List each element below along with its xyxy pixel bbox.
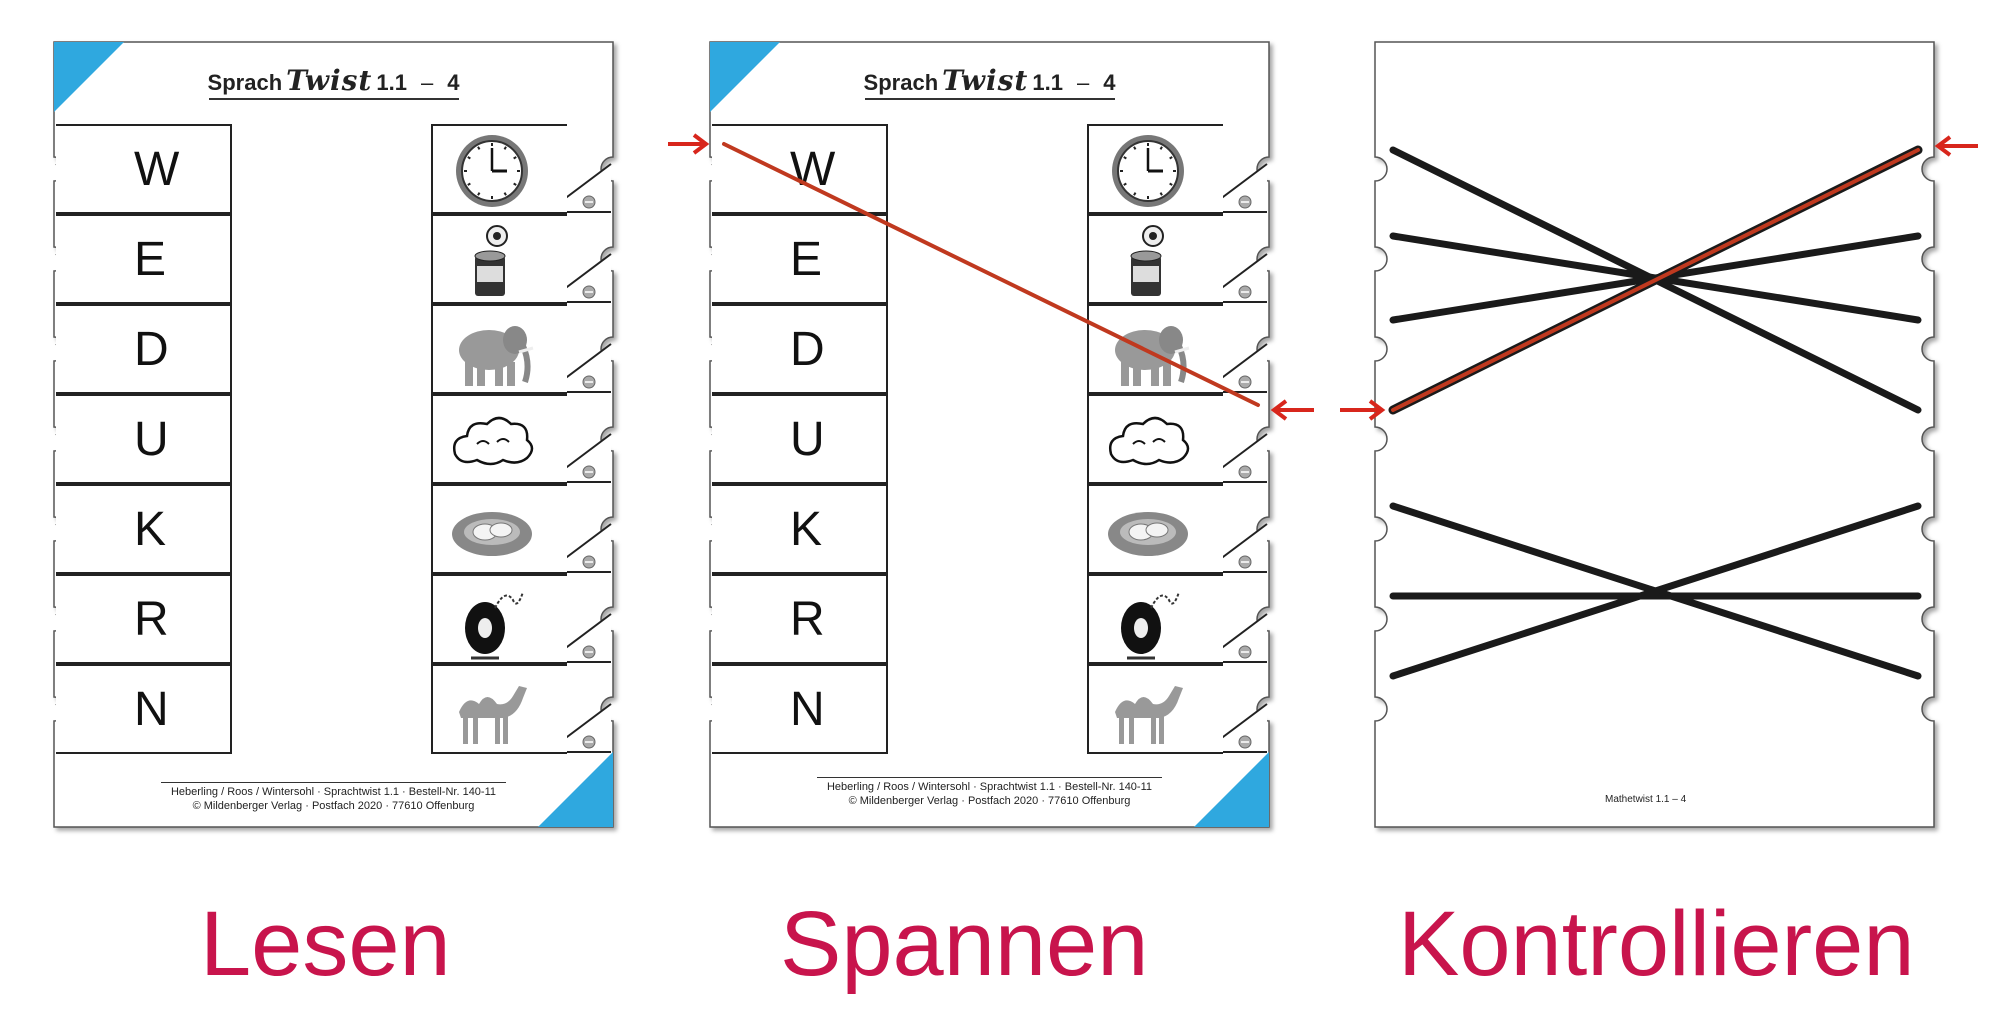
letter-label: R [790,593,825,646]
card-number: 4 [1103,70,1116,95]
picture-cell [1087,214,1223,304]
picture-cell [431,124,567,214]
cloud-icon [453,416,534,466]
nest-icon [452,512,532,556]
step-check-label: Kontrollieren [1398,893,1915,995]
letter-label: N [134,683,169,736]
picture-cell [1087,394,1223,484]
card-check-back: Mathetwist 1.1 – 4 [1374,41,1935,828]
header-dash: – [420,70,434,95]
letter-cell: K [56,484,232,574]
picture-cell [431,664,567,754]
letter-cell: E [56,214,232,304]
letter-label: N [790,683,825,736]
wheel-icon [465,591,524,660]
letter-label: U [790,413,825,466]
version-label: 1.1 [376,70,407,95]
picture-cell [1087,304,1223,394]
picture-cell [1087,664,1223,754]
camel-icon [1115,686,1183,744]
letter-cell: W [712,124,888,214]
header-underline [209,98,459,100]
header-underline [865,98,1115,100]
tin-can-icon [474,225,508,296]
footer-authors: Heberling / Roos / Wintersohl · Sprachtw… [170,786,497,798]
letter-label: K [134,503,167,556]
picture-cell [431,484,567,574]
elephant-icon [459,326,534,386]
letter-cell: N [712,664,888,754]
tin-can-icon [1130,225,1164,296]
letter-label: W [790,143,836,196]
version-label: 1.1 [1032,70,1063,95]
footer-authors: Heberling / Roos / Wintersohl · Sprachtw… [826,781,1153,793]
letter-cell: R [712,574,888,664]
blue-corner-mark [710,42,780,112]
picture-cell [1087,124,1223,214]
letter-cell: D [712,304,888,394]
nest-icon [1108,512,1188,556]
footer-publisher: © Mildenberger Verlag · Postfach 2020 · … [192,800,475,812]
letter-label: D [790,323,825,376]
control-footer: Mathetwist 1.1 – 4 [1605,794,1687,805]
card-footer: Heberling / Roos / Wintersohl · Sprachtw… [710,777,1269,808]
letter-cell: E [712,214,888,304]
letter-cell: U [56,394,232,484]
picture-cell [1087,484,1223,574]
letter-label: W [134,143,180,196]
picture-cell [431,394,567,484]
clock-icon [1112,135,1184,207]
card-outline [1374,41,1935,828]
brand-title: Sprach [863,70,939,95]
picture-cell [431,214,567,304]
letter-label: R [134,593,169,646]
letter-label: U [134,413,169,466]
picture-cell [431,574,567,664]
blue-corner-mark [1194,752,1269,827]
blue-corner-mark [538,752,613,827]
letter-label: D [134,323,169,376]
card-number: 4 [447,70,460,95]
letter-cell: N [56,664,232,754]
header-dash: – [1076,70,1090,95]
camel-icon [459,686,527,744]
footer-publisher: © Mildenberger Verlag · Postfach 2020 · … [848,795,1131,807]
twist-logo: Twist [286,64,373,97]
letter-cell: U [712,394,888,484]
letter-label: K [790,503,823,556]
picture-cell [431,304,567,394]
card-frame [1374,41,1935,828]
letter-cell: R [56,574,232,664]
arrow-icon [1270,399,1314,421]
letter-label: E [134,233,167,286]
blue-corner-mark [54,42,124,112]
picture-cell [1087,574,1223,664]
step-stretch-label: Spannen [780,893,1149,995]
brand-title: Sprach [207,70,283,95]
arrow-icon [1934,135,1978,157]
wheel-icon [1121,591,1180,660]
letter-label: E [790,233,823,286]
twist-logo: Twist [942,64,1029,97]
step-read-label: Lesen [200,893,451,995]
letter-cell: W [56,124,232,214]
letter-cell: D [56,304,232,394]
arrow-icon [668,133,710,155]
letter-cell: K [712,484,888,574]
clock-icon [456,135,528,207]
elephant-icon [1115,326,1190,386]
cloud-icon [1109,416,1190,466]
card-footer: Heberling / Roos / Wintersohl · Sprachtw… [54,782,613,813]
